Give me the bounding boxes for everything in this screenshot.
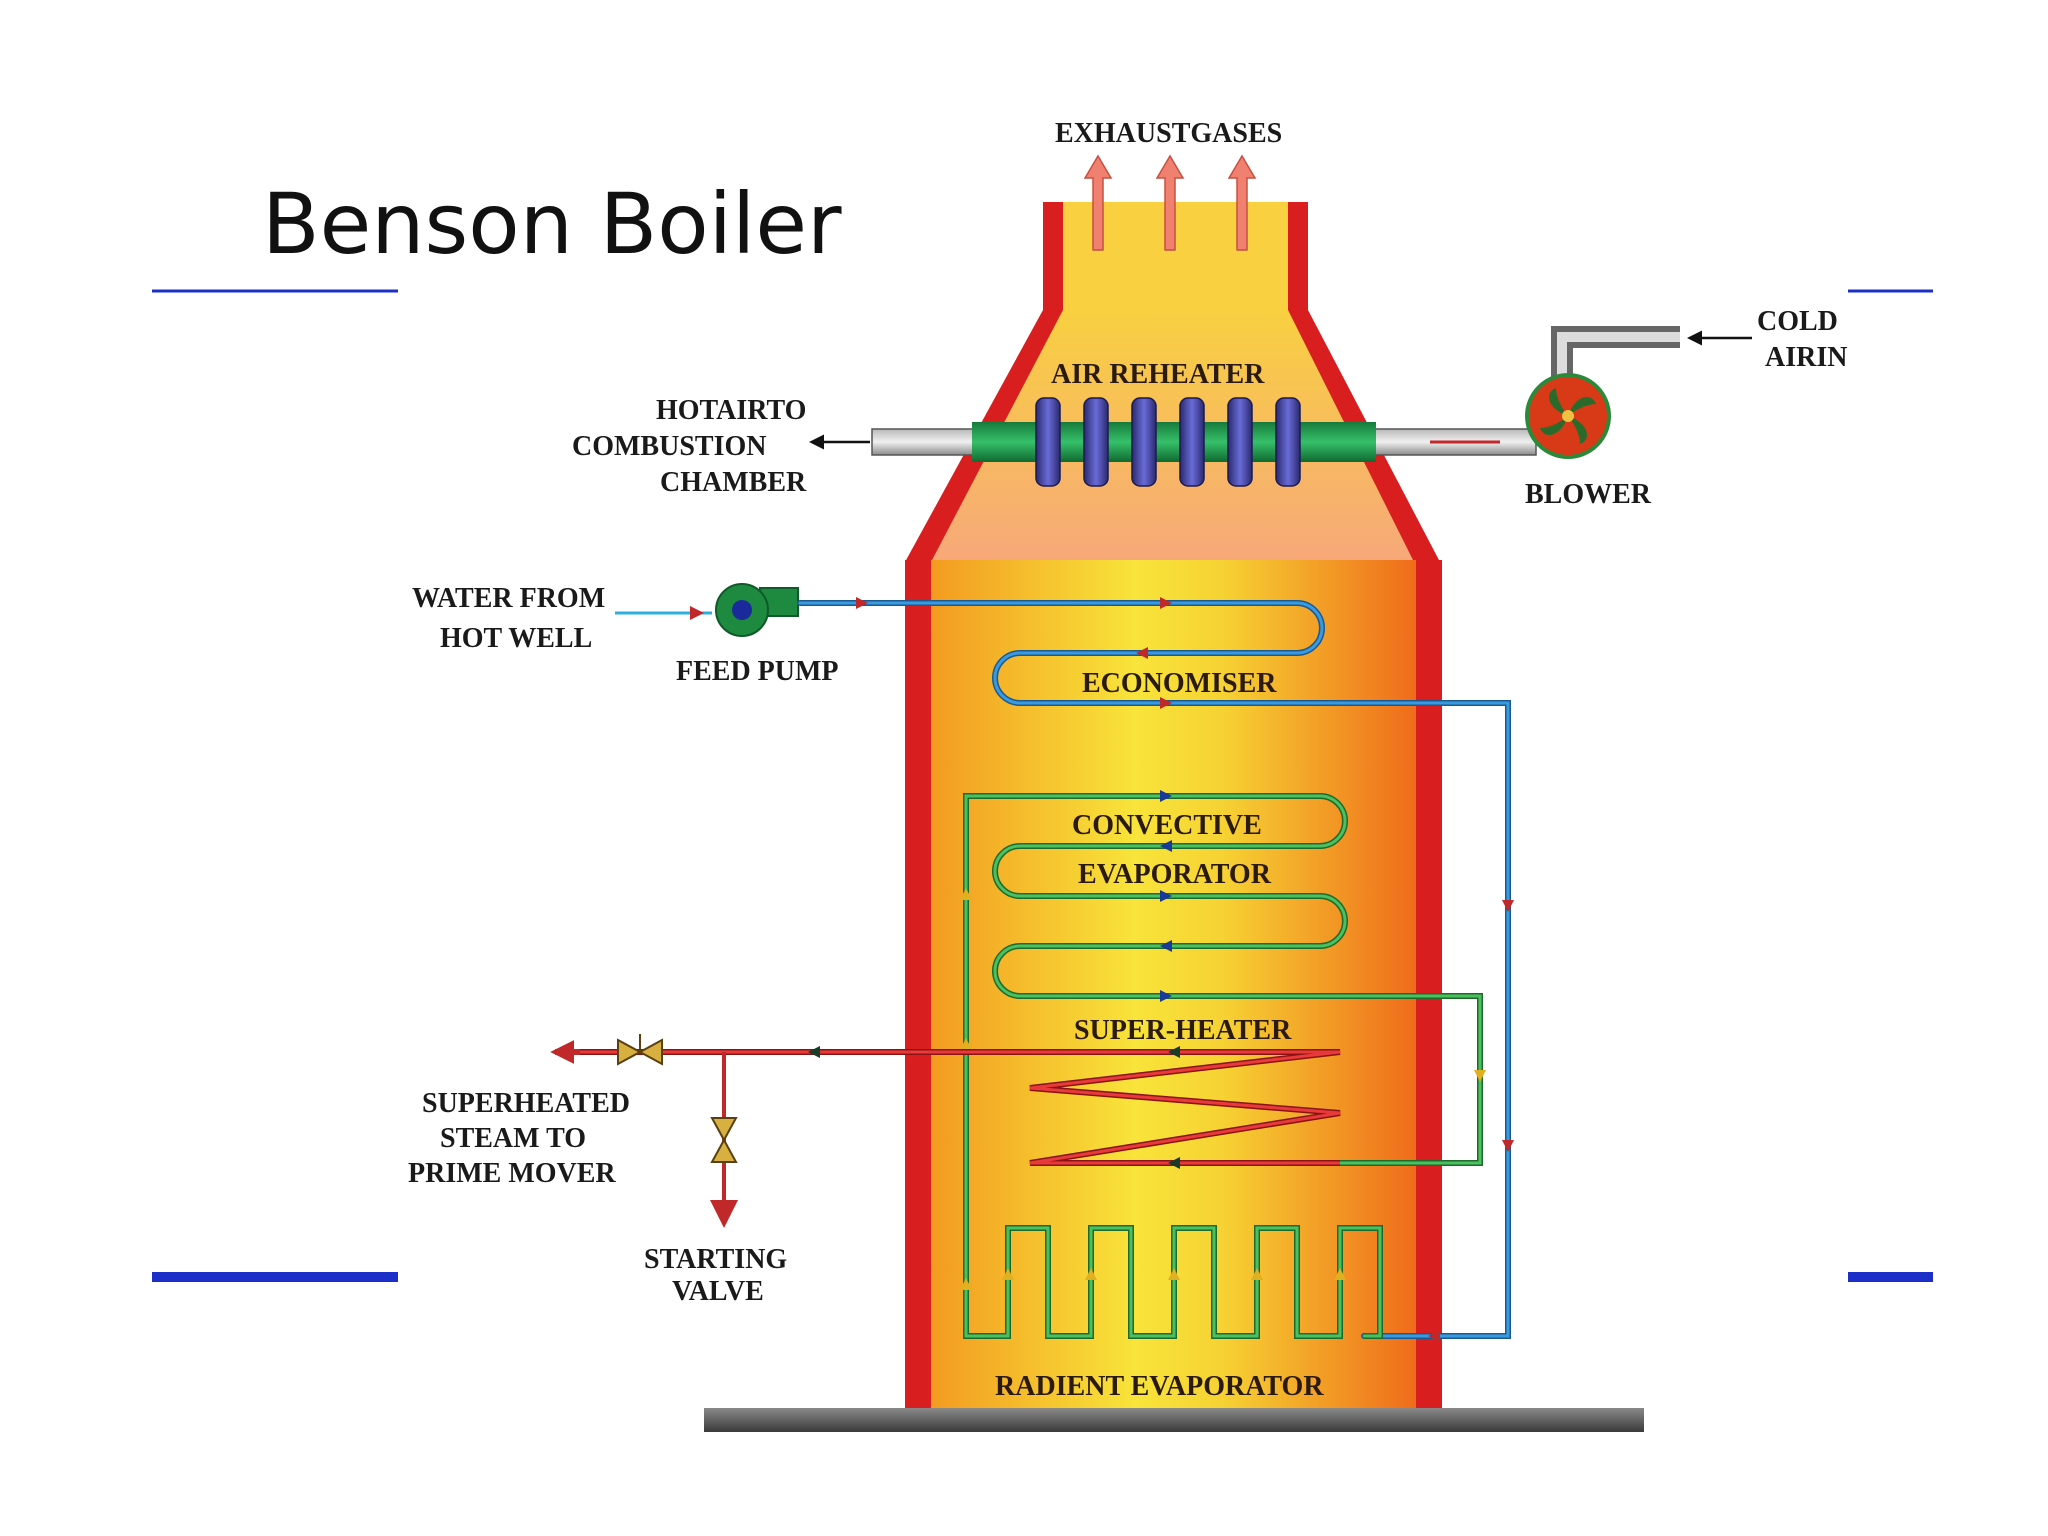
label-cold-air-2: AIRIN <box>1765 342 1847 373</box>
economiser-coil <box>797 597 1514 1342</box>
chimney-wall-right <box>1288 202 1308 312</box>
label-super-heater: SUPER-HEATER <box>1074 1015 1292 1046</box>
label-economiser: ECONOMISER <box>1082 668 1277 699</box>
chimney-wall-left <box>1043 202 1063 312</box>
super-heater-coil <box>550 1034 1341 1228</box>
label-radient: RADIENT EVAPORATOR <box>995 1371 1324 1402</box>
label-starting-2: VALVE <box>672 1276 764 1307</box>
label-starting-1: STARTING <box>644 1244 787 1275</box>
hot-air-pipe <box>871 428 983 456</box>
label-hot-air-3: CHAMBER <box>660 467 807 498</box>
label-blower: BLOWER <box>1525 479 1652 510</box>
label-feed-pump: FEED PUMP <box>676 656 839 687</box>
base-plate <box>704 1408 1644 1432</box>
starting-valve-icon[interactable] <box>710 1117 738 1163</box>
label-hot-air-1: HOTAIRTO <box>656 395 806 426</box>
page-title: Benson Boiler <box>262 175 842 273</box>
label-water-2: HOT WELL <box>440 623 592 654</box>
exhaust-arrow-2 <box>1155 154 1185 251</box>
diagram-labels: EXHAUSTGASES COLD AIRIN AIR REHEATER HOT… <box>408 118 1847 1402</box>
exhaust-arrows <box>1083 154 1257 251</box>
label-steam-3: PRIME MOVER <box>408 1158 616 1189</box>
exhaust-arrow-3 <box>1227 154 1257 251</box>
cold-air-duct-highlight <box>1557 332 1680 390</box>
exhaust-arrow-1 <box>1083 154 1113 251</box>
furnace-wall-left <box>905 560 931 1408</box>
label-water-1: WATER FROM <box>412 583 605 614</box>
blower-fan-blades <box>1540 388 1596 444</box>
label-convective-1: CONVECTIVE <box>1072 810 1262 841</box>
label-steam-1: SUPERHEATED <box>422 1088 630 1119</box>
label-air-reheater: AIR REHEATER <box>1051 359 1265 390</box>
reheater-rolls <box>1035 397 1301 487</box>
label-convective-2: EVAPORATOR <box>1078 859 1272 890</box>
label-cold-air-1: COLD <box>1757 306 1838 337</box>
label-hot-air-2: COMBUSTION <box>572 431 766 462</box>
reheater-tube <box>972 422 1376 462</box>
feed-pump-assembly <box>615 583 799 637</box>
label-exhaust: EXHAUSTGASES <box>1055 118 1282 149</box>
radient-evaporator-coil <box>960 790 1486 1339</box>
furnace-wall-right <box>1416 560 1442 1408</box>
blower-assembly <box>1525 326 1752 459</box>
main-steam-valve-icon[interactable] <box>617 1034 663 1066</box>
label-steam-2: STEAM TO <box>440 1123 586 1154</box>
